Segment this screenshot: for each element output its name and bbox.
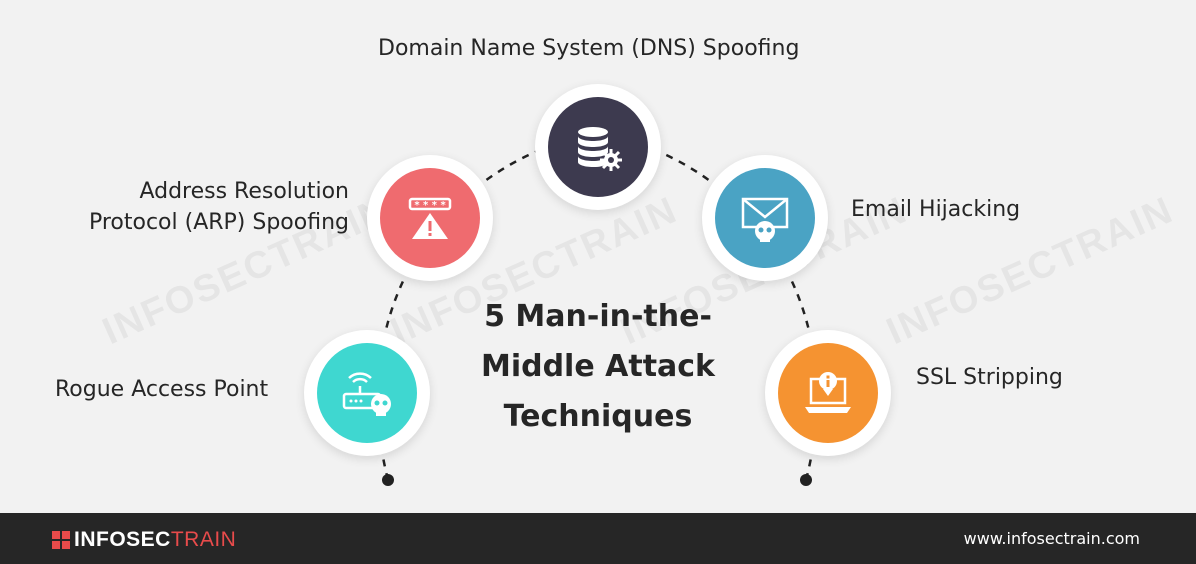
diagram-title: 5 Man-in-the- Middle Attack Techniques <box>448 292 748 442</box>
node-ssl-stripping-circle <box>778 343 878 443</box>
title-line: 5 Man-in-the- <box>484 299 712 334</box>
node-email-hijacking <box>702 155 828 281</box>
label-ssl-stripping: SSL Stripping <box>916 362 1063 393</box>
node-dns-spoofing-circle <box>548 97 648 197</box>
router-hacker-icon <box>342 372 391 416</box>
label-arp-spoofing: Address Resolution Protocol (ARP) Spoofi… <box>89 176 349 238</box>
database-gear-icon <box>578 127 622 171</box>
email-hacker-icon <box>741 197 789 242</box>
label-email-hijacking: Email Hijacking <box>851 194 1020 225</box>
node-arp-spoofing-circle: * * * * <box>380 168 480 268</box>
arc-end-dot-right <box>800 474 812 486</box>
node-email-hijacking-circle <box>715 168 815 268</box>
label-dns-spoofing: Domain Name System (DNS) Spoofing <box>378 33 799 64</box>
title-line: Techniques <box>503 399 693 434</box>
node-arp-spoofing: * * * * <box>367 155 493 281</box>
label-line: Address Resolution <box>139 179 349 204</box>
node-dns-spoofing <box>535 84 661 210</box>
website-url[interactable]: www.infosectrain.com <box>963 529 1140 548</box>
password-alert-icon: * * * * <box>408 197 452 239</box>
label-line: Rogue Access Point <box>55 377 269 402</box>
label-line: Email Hijacking <box>851 197 1021 222</box>
brand-name-part2: TRAIN <box>170 528 237 551</box>
label-line: Protocol (ARP) Spoofing <box>88 210 349 235</box>
svg-text:* * * *: * * * * <box>414 200 446 211</box>
label-rogue-access-point: Rogue Access Point <box>55 374 268 405</box>
logo-mark-icon <box>52 531 70 549</box>
brand-name-part1: INFOSEC <box>74 528 171 551</box>
arc-end-dot-left <box>382 474 394 486</box>
node-rogue-access-point-circle <box>317 343 417 443</box>
title-line: Middle Attack <box>480 349 716 384</box>
node-rogue-access-point <box>304 330 430 456</box>
laptop-alert-icon <box>805 372 851 413</box>
diagram-canvas: INFOSECTRAIN INFOSECTRAIN INFOSECTRAIN I… <box>55 33 1180 486</box>
label-line: Domain Name System (DNS) Spoofing <box>378 36 800 61</box>
node-ssl-stripping <box>765 330 891 456</box>
label-line: SSL Stripping <box>916 365 1063 390</box>
